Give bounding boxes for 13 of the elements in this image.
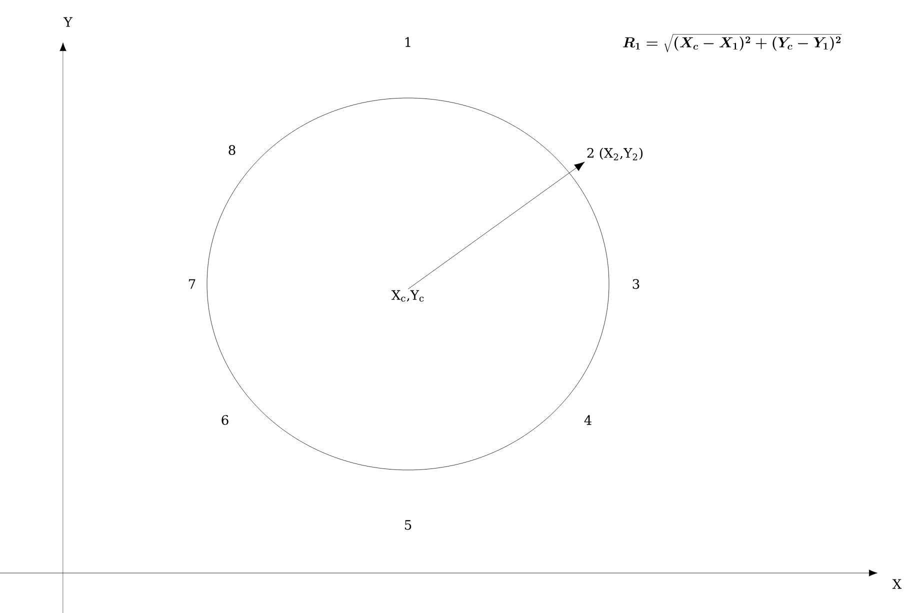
point-number: 4 [584, 415, 592, 425]
point-number: 7 [188, 279, 196, 289]
point-number: 1 [405, 37, 410, 47]
formula: $R_{1}=\sqrt{(X_{c}-X_{1})^{2}+(Y_{c}-Y_{1})^{2}}$ [623, 34, 842, 52]
point-number: 8 [228, 145, 236, 155]
axis-label: Y [64, 17, 72, 27]
point-label: 2 (X$_{2}$,Y$_{2}$) [587, 148, 643, 160]
point-number: 3 [632, 279, 640, 289]
point-number: 5 [404, 520, 412, 530]
point-number: 6 [222, 415, 228, 425]
radius-arrow [408, 162, 585, 290]
axis-label: X [892, 579, 902, 589]
point-label: X$_{c}$,Y$_{c}$ [392, 290, 424, 302]
